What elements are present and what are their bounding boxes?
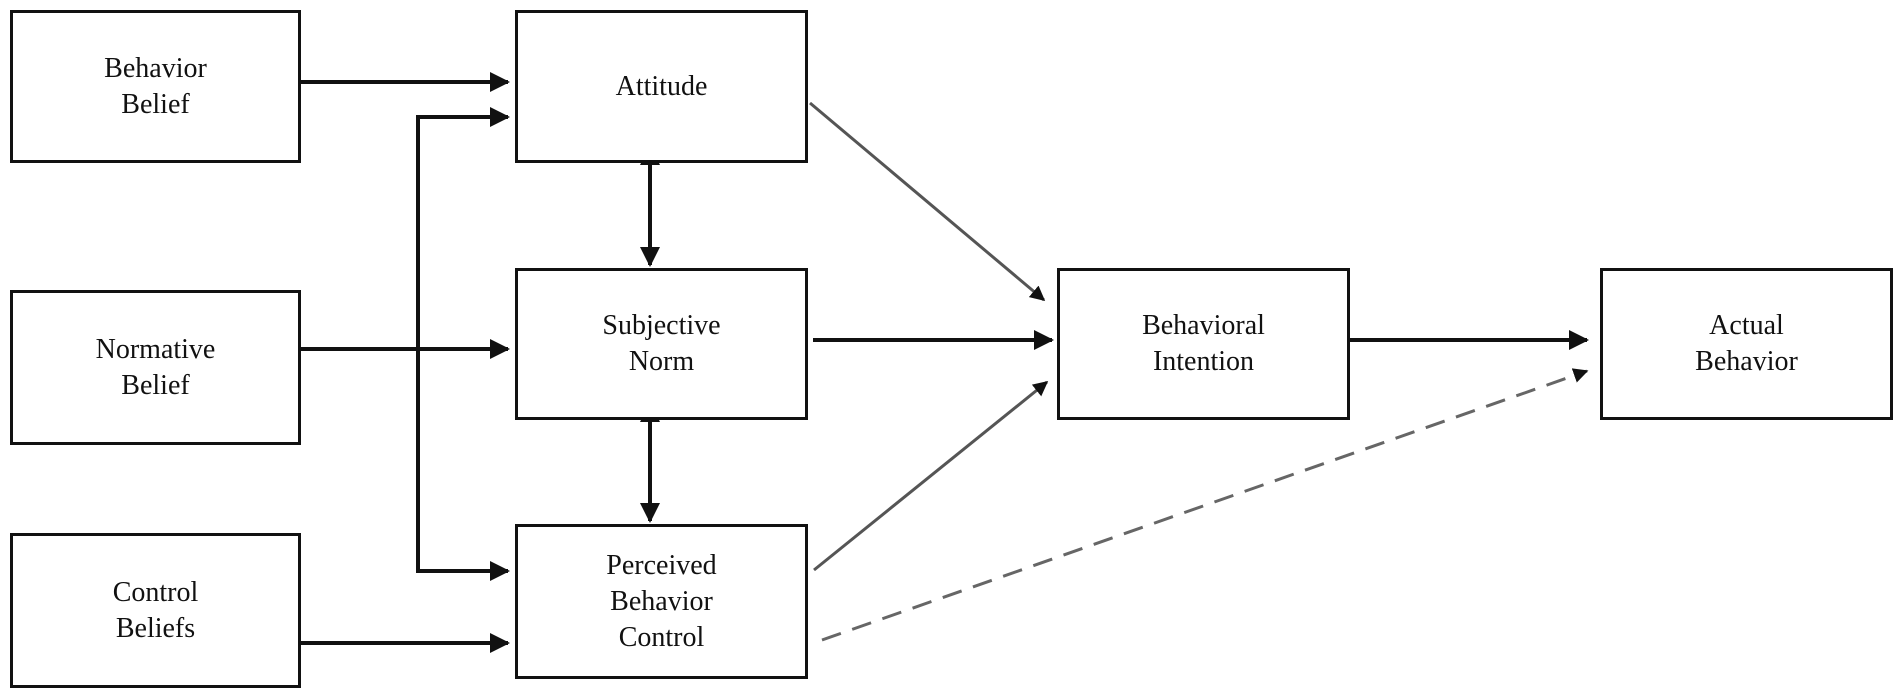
behavioral-intention-label: Behavioral Intention xyxy=(1142,310,1265,377)
attitude-box: Attitude xyxy=(515,10,808,163)
control-beliefs-box: Control Beliefs xyxy=(10,533,301,688)
perceived-behavior-control-box: Perceived Behavior Control xyxy=(515,524,808,679)
behavior-belief-box: Behavior Belief xyxy=(10,10,301,163)
perceived-behavior-control-label: Perceived Behavior Control xyxy=(606,549,717,653)
actual-behavior-label: Actual Behavior xyxy=(1695,310,1798,377)
normative-belief-label: Normative Belief xyxy=(95,333,216,401)
control-beliefs-label: Control Beliefs xyxy=(112,576,199,644)
edge-attitude-to-behavioral-intention xyxy=(809,101,1046,302)
behavior-belief-label: Behavior Belief xyxy=(104,52,207,120)
actual-behavior-box: Actual Behavior xyxy=(1600,268,1893,420)
subjective-norm-label: Subjective Norm xyxy=(602,310,721,377)
normative-belief-box: Normative Belief xyxy=(10,290,301,445)
attitude-label: Attitude xyxy=(615,70,708,102)
behavioral-intention-box: Behavioral Intention xyxy=(1057,268,1350,420)
subjective-norm-box: Subjective Norm xyxy=(515,268,808,420)
edge-pbc-to-actual-behavior-dashed xyxy=(821,368,1589,642)
edge-pbc-to-behavioral-intention xyxy=(813,380,1049,572)
